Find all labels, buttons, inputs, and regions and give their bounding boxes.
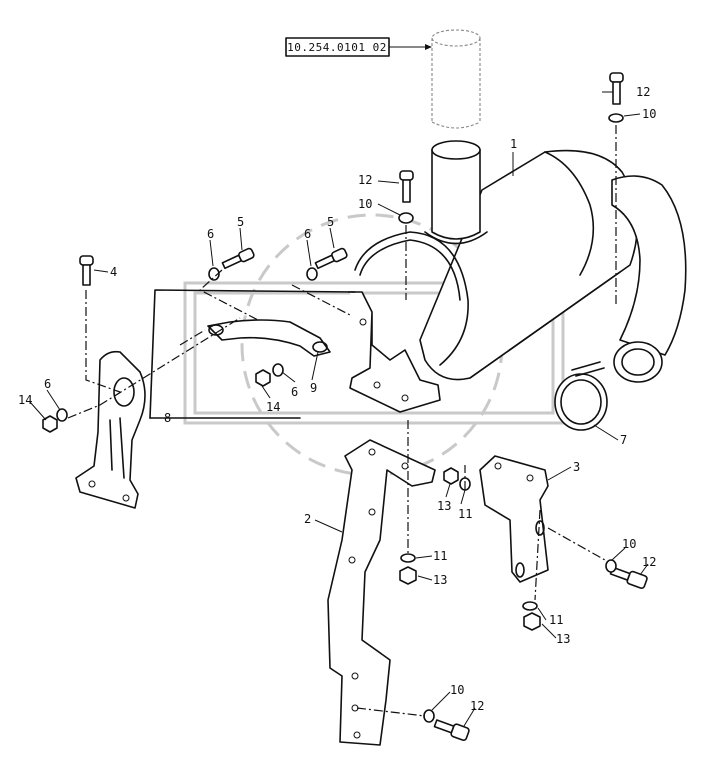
callout-4[interactable]: 4 [110,265,117,279]
washers[interactable] [56,113,624,723]
long-bracket[interactable] [327,439,436,746]
assembly-lines [67,125,617,717]
callout-11-center[interactable]: 11 [458,507,472,521]
callout-10-top-right[interactable]: 10 [642,107,656,121]
callout-12-top-right[interactable]: 12 [636,85,650,99]
callout-2[interactable]: 2 [304,512,311,526]
muffler-saddle[interactable] [348,291,441,413]
reference-label[interactable]: 10.254.0101 02 [285,37,432,57]
bolt-12-top-right[interactable] [609,72,624,105]
callout-5-left[interactable]: 5 [237,215,244,229]
callout-12-right[interactable]: 12 [642,555,656,569]
reference-code: 10.254.0101 02 [287,41,387,54]
right-bracket[interactable] [479,455,549,583]
callout-6-mid[interactable]: 6 [304,227,311,241]
callout-13-right[interactable]: 13 [556,632,570,646]
callout-11-lower[interactable]: 11 [433,549,447,563]
bolt-5-left[interactable] [221,247,255,271]
hose-clamp[interactable] [554,361,608,431]
strap-clamp[interactable] [207,319,331,357]
muffler[interactable] [354,140,687,383]
callout-6-strap[interactable]: 6 [291,385,298,399]
callout-10-bottom[interactable]: 10 [450,683,464,697]
callout-10-right[interactable]: 10 [622,537,636,551]
callout-11-right[interactable]: 11 [549,613,563,627]
callout-13-lower[interactable]: 13 [433,573,447,587]
callout-7[interactable]: 7 [620,433,627,447]
callout-14-bracket[interactable]: 14 [18,393,32,407]
left-bracket[interactable] [75,350,146,509]
callout-3[interactable]: 3 [573,460,580,474]
callout-14-strap[interactable]: 14 [266,400,280,414]
callout-6-bracket[interactable]: 6 [44,377,51,391]
bolt-12-top[interactable] [399,170,414,203]
callout-8[interactable]: 8 [164,411,171,425]
callout-1[interactable]: 1 [510,137,517,151]
nuts[interactable] [42,369,541,631]
callout-6-left[interactable]: 6 [207,227,214,241]
bolt-5-right[interactable] [314,247,348,271]
bolt-12-bottom[interactable] [433,717,470,742]
callout-9[interactable]: 9 [310,381,317,395]
callout-12-top[interactable]: 12 [358,173,372,187]
ghost-pipe [431,29,481,129]
callout-10-top[interactable]: 10 [358,197,372,211]
callout-numbers: 1 2 3 4 5 5 6 6 6 6 7 8 9 10 10 10 10 11… [18,85,656,713]
callout-13-center[interactable]: 13 [437,499,451,513]
callout-5-right[interactable]: 5 [327,215,334,229]
leader-lines [29,91,649,727]
callout-12-bottom[interactable]: 12 [470,699,484,713]
bolt-4[interactable] [79,255,94,286]
